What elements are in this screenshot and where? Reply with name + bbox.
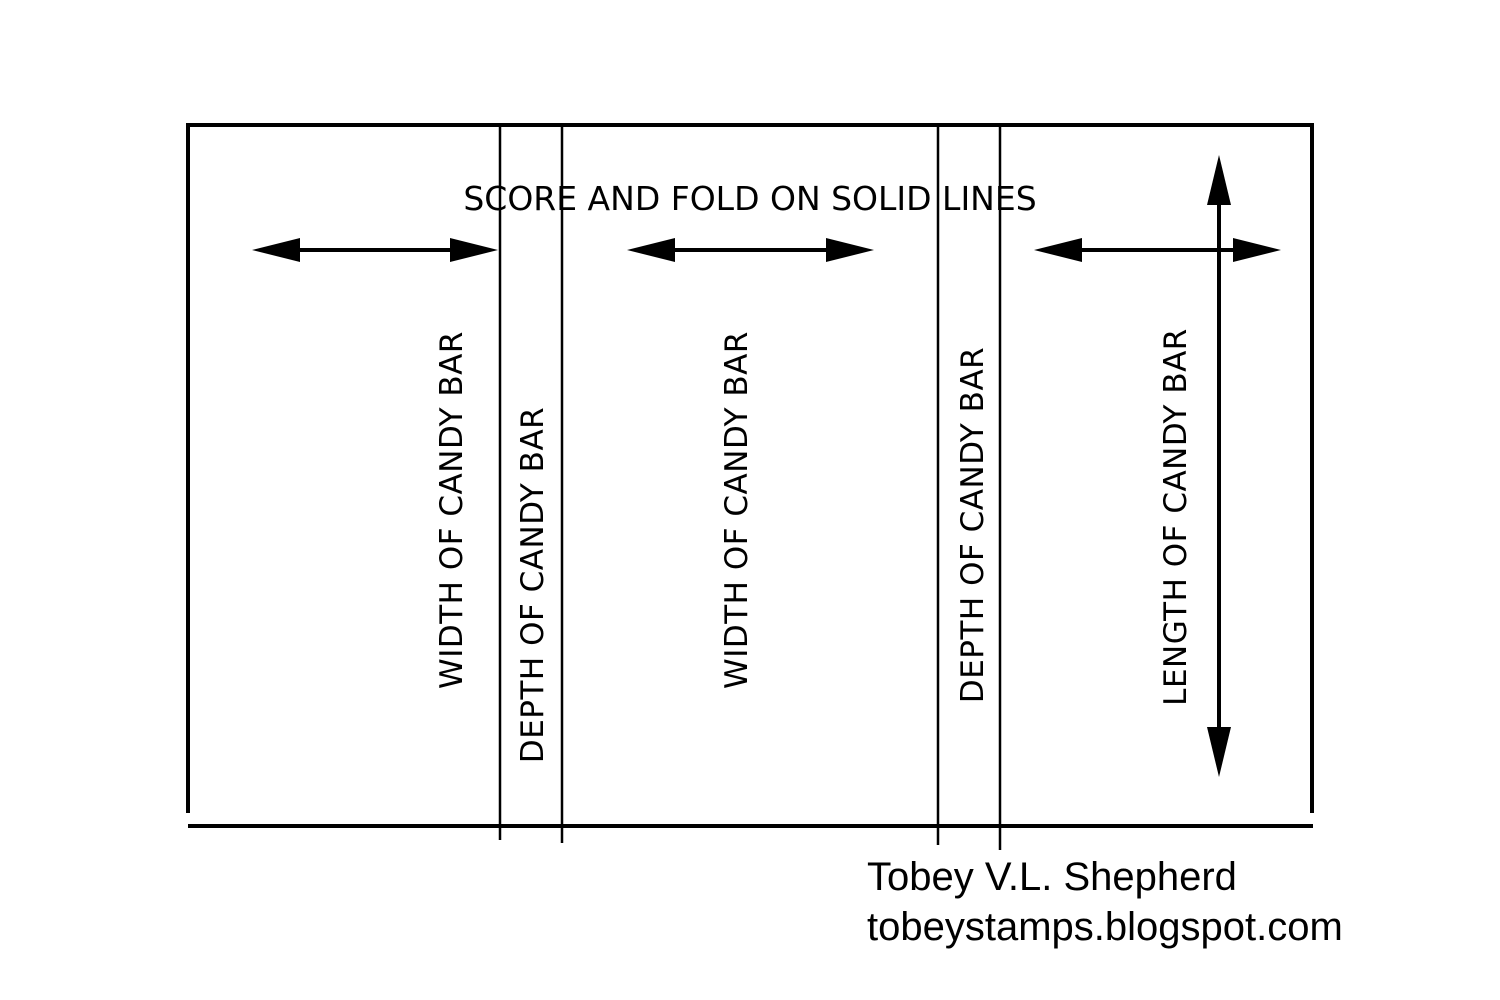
panel-label-depth-2: DEPTH OF CANDY BAR [955, 347, 991, 703]
panel-label-width-2: WIDTH OF CANDY BAR [719, 331, 755, 689]
panel-label-width-1: WIDTH OF CANDY BAR [434, 331, 470, 689]
panel-label-length: LENGTH OF CANDY BAR [1158, 328, 1194, 706]
width-arrow-3 [1034, 238, 1281, 262]
width-arrow-2 [627, 238, 874, 262]
instruction-text: SCORE AND FOLD ON SOLID LINES [463, 179, 1036, 218]
fold-lines [498, 125, 1002, 850]
panel-label-depth-1: DEPTH OF CANDY BAR [515, 407, 551, 763]
credit-author: Tobey V.L. Shepherd [867, 855, 1237, 899]
length-arrow [1207, 155, 1231, 777]
width-arrow-1 [252, 238, 498, 262]
template-outline [186, 123, 1314, 828]
credit-website: tobeystamps.blogspot.com [867, 905, 1343, 949]
